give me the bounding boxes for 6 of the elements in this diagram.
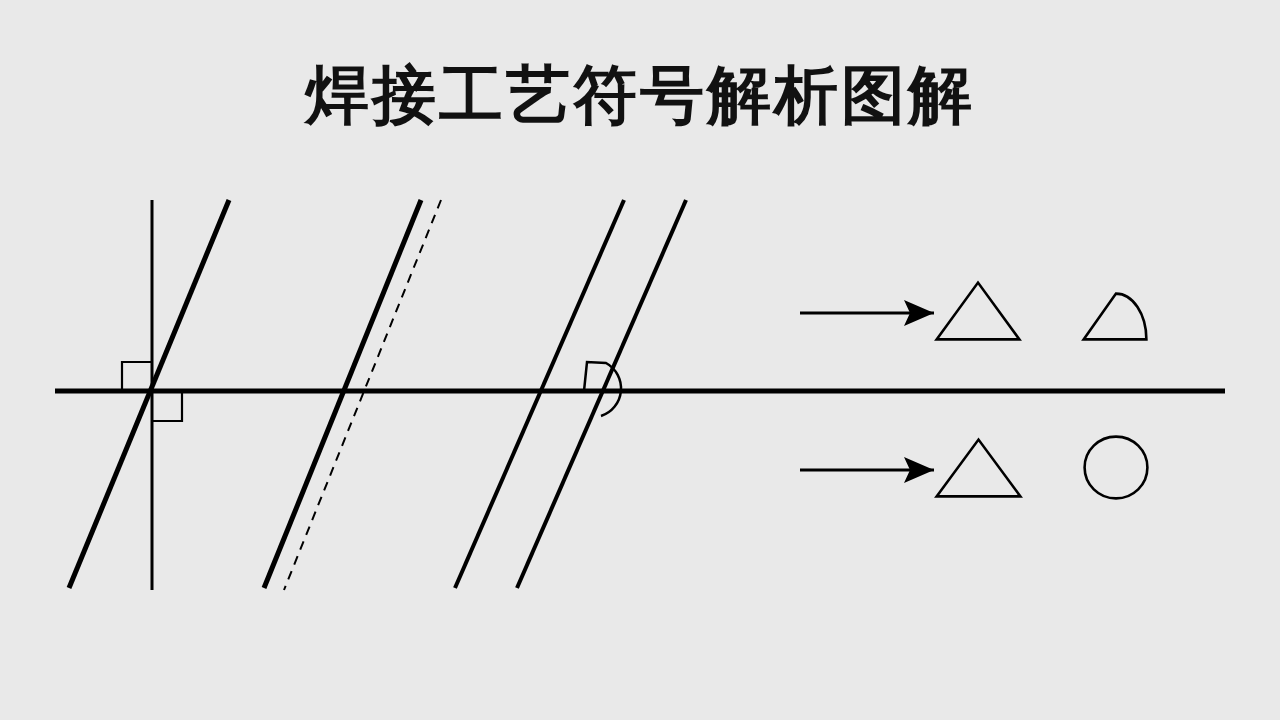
circle-symbol: [1083, 435, 1149, 500]
triangle-symbol: [935, 438, 1022, 498]
arrow: [800, 300, 934, 326]
triangle-symbol: [935, 281, 1021, 341]
title: 焊接工艺符号解析图解: [305, 57, 975, 134]
arrow: [800, 457, 934, 483]
